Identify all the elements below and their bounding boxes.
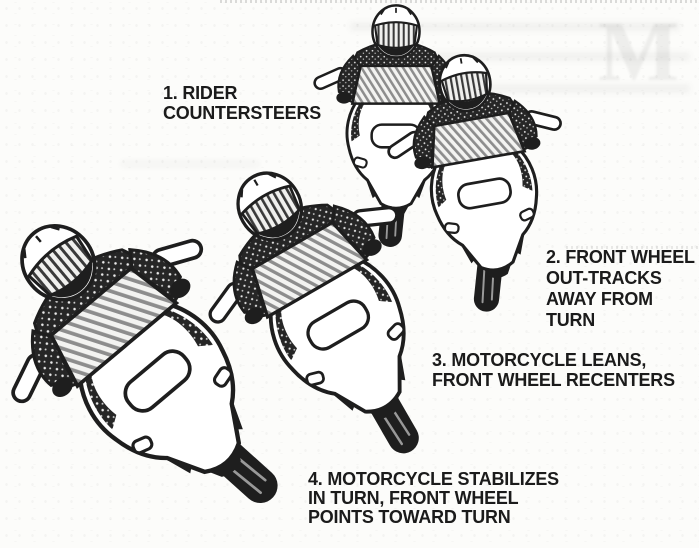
step-1-label: 1. RIDER COUNTERSTEERS [163, 83, 321, 123]
step-2-line: TURN [546, 309, 596, 330]
bleed-through-smudge [390, 52, 690, 61]
helmet-visor [440, 71, 489, 103]
windscreen [350, 64, 442, 105]
left-signal [352, 156, 368, 169]
step-3-line: FRONT WHEEL RECENTERS [432, 369, 675, 390]
step-4-line: POINTS TOWARD TURN [308, 506, 511, 527]
step-3-label: 3. MOTORCYCLE LEANS, FRONT WHEEL RECENTE… [432, 350, 675, 390]
fairing-right-accent [353, 263, 393, 303]
scan-artifact-strip [566, 246, 699, 249]
step-4-label: 4. MOTORCYCLE STABILIZES IN TURN, FRONT … [308, 469, 559, 526]
fairing-right-accent [512, 151, 533, 191]
lower-cowl [367, 393, 399, 419]
step-4-line: IN TURN, FRONT WHEEL [308, 487, 519, 508]
step-1-line: 1. RIDER [163, 82, 238, 103]
lower-cowl [207, 445, 241, 477]
left-signal [443, 222, 460, 235]
fairing-left-accent [275, 310, 297, 361]
step-3-line: 3. MOTORCYCLE LEANS, [432, 349, 647, 370]
step-2-line: OUT-TRACKS [546, 267, 662, 288]
right-signal [519, 207, 535, 222]
fairing-right-accent [163, 309, 214, 347]
helmet-vents [445, 57, 479, 69]
fairing-left-accent [351, 102, 365, 142]
step-4-line: 4. MOTORCYCLE STABILIZES [308, 468, 559, 489]
helmet-visor [373, 21, 419, 49]
bleed-through-dropcap-letter: M [598, 3, 680, 99]
step-2-line: 2. FRONT WHEEL [546, 246, 695, 267]
helmet-chin [50, 260, 93, 298]
fairing-left-accent [435, 165, 447, 208]
step-1-line: COUNTERSTEERS [163, 102, 322, 123]
step-2-label: 2. FRONT WHEEL OUT-TRACKS AWAY FROM TURN [546, 246, 695, 330]
left-signal [131, 435, 154, 455]
helmet-visor [27, 234, 94, 298]
left-signal [305, 370, 325, 387]
right-glove [524, 137, 541, 150]
right-glove [169, 278, 191, 299]
lower-cowl [483, 263, 512, 278]
helmet-chin [448, 93, 488, 110]
headlight [123, 349, 192, 413]
helmet-visor [240, 184, 302, 236]
scan-artifact-top-edge [220, 0, 699, 3]
right-glove [362, 239, 382, 256]
helmet-vents [380, 7, 412, 16]
windscreen [250, 220, 370, 320]
headlight [306, 299, 371, 351]
left-glove [336, 91, 352, 104]
left-glove [244, 307, 264, 325]
step-2-line: AWAY FROM [546, 288, 653, 309]
right-signal [212, 366, 233, 388]
motorcycle-step-2 [387, 53, 562, 312]
bleed-through-smudge [430, 84, 690, 93]
helmet-vents [23, 225, 60, 259]
left-glove [52, 377, 73, 398]
windscreen [430, 111, 527, 170]
headlight [457, 177, 512, 210]
bleed-through-smudge [350, 22, 680, 31]
helmet-chin [377, 44, 415, 56]
helmet-chin [257, 209, 300, 238]
right-signal [386, 322, 406, 341]
helmet-vents [240, 172, 277, 198]
windscreen [48, 265, 180, 389]
left-glove [414, 156, 431, 170]
fairing-left-accent [85, 375, 117, 430]
motorcycle-step-3 [208, 171, 419, 454]
motorcycle-step-4 [11, 223, 278, 504]
